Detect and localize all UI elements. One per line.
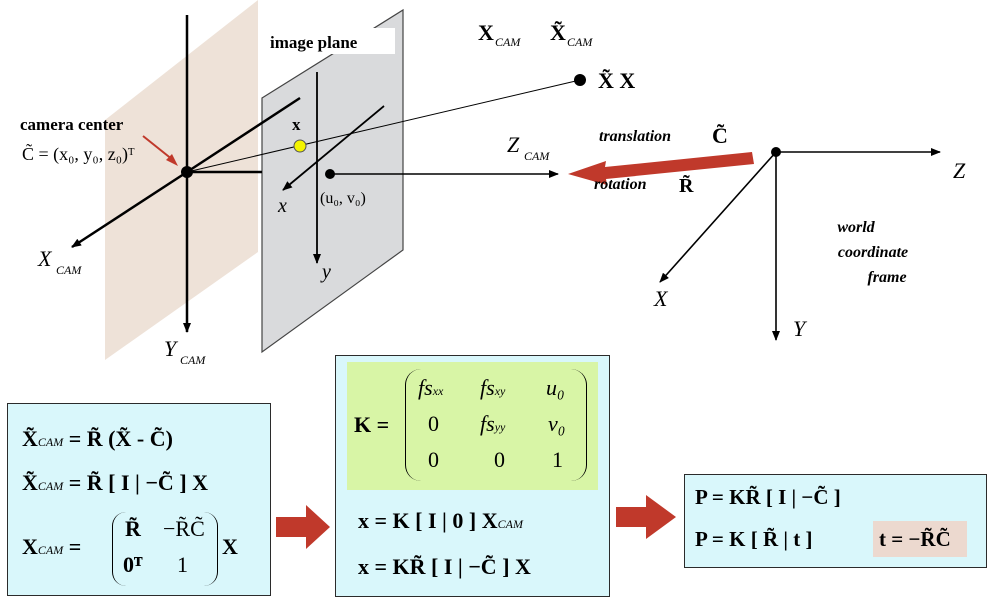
k-matrix-r21: 0 <box>428 411 439 436</box>
extrinsic-equations-box: X̃CAM = R̃ (X̃ - C̃) X̃CAM = R̃ [ I | −C… <box>7 403 271 596</box>
left-eq2-sub: CAM <box>37 479 64 493</box>
camera-center-pointer <box>142 135 174 161</box>
k-matrix-r23: v₀ <box>548 411 566 436</box>
world-z-label: Z <box>953 158 966 183</box>
translation-label: translation <box>599 128 671 145</box>
k11-sub: xx <box>432 384 444 398</box>
camera-center-dot <box>181 166 193 178</box>
flow-arrow-1 <box>276 505 330 549</box>
intrinsic-equations-box: K = fsxx fsxy u₀ 0 fsyy v₀ 0 0 1 x = K [… <box>335 355 610 597</box>
k22-sub: yy <box>494 420 506 434</box>
k22-base: fs <box>480 411 495 436</box>
k-matrix-r33: 1 <box>552 447 563 472</box>
left-eq1-sub: CAM <box>37 435 64 449</box>
x-cam-label-sub: CAM <box>56 263 82 277</box>
principal-point-dot <box>325 169 335 179</box>
world-point-label: X̃ X <box>598 68 635 93</box>
k-matrix-highlight <box>347 362 598 490</box>
camera-center-equation: C̃ = (x₀, y₀, z₀)ᵀ <box>22 142 135 165</box>
world-x-axis <box>659 151 777 283</box>
k-matrix-r31: 0 <box>428 447 439 472</box>
projection-matrix-box: P = KR̃ [ I | −C̃ ] P = K [ R̃ | t ] t =… <box>684 474 987 568</box>
top-xcam-label-sub: CAM <box>495 35 521 49</box>
image-x-axis <box>282 105 385 191</box>
mid-eq1-sub: CAM <box>497 517 523 531</box>
left-eq3-equals: = <box>68 534 82 559</box>
left-matrix-r21: 0ᵀ <box>123 552 143 577</box>
flow-arrow-2 <box>616 495 676 539</box>
image-x-label: x <box>277 195 287 217</box>
world-x-label: X <box>653 286 669 311</box>
top-xcam-label: X <box>478 20 494 45</box>
left-eq2-rhs: = R̃ [ I | −C̃ ] X <box>68 470 209 495</box>
rotation-label: rotation <box>594 176 647 193</box>
right-eq3: t = −R̃C̃ <box>879 527 951 551</box>
top-xcam-tilde-label-sub: CAM <box>567 35 593 49</box>
translation-vector-highlight <box>873 521 967 557</box>
camera-diagonal-line <box>186 96 301 174</box>
k-matrix-r13: u₀ <box>546 375 565 400</box>
left-eq1: X̃CAM = R̃ (X̃ - C̃) <box>22 426 173 452</box>
camera-center-pointer-head <box>166 154 178 166</box>
x-cam-axis <box>71 170 188 249</box>
world-frame-label-3: frame <box>867 269 906 286</box>
left-eq3-sub: CAM <box>37 543 64 557</box>
image-point-dot <box>293 139 307 153</box>
k-matrix-r12: fsxy <box>480 375 505 401</box>
world-y-label: Y <box>793 316 808 341</box>
left-matrix: R̃ −R̃C̃ 0ᵀ 1 <box>112 512 218 586</box>
y-cam-label: Y <box>164 336 179 361</box>
k-matrix-r11: fsxx <box>418 375 443 401</box>
right-eq1: P = KR̃ [ I | −C̃ ] <box>695 485 841 509</box>
k12-base: fs <box>480 375 495 400</box>
y-cam-label-sub: CAM <box>180 353 206 367</box>
world-frame-label-1: world <box>837 219 875 236</box>
k-matrix-lhs: K = <box>354 412 390 437</box>
top-xcam-tilde-label: X̃ <box>550 20 566 45</box>
image-plane-label-bg <box>262 28 395 54</box>
z-cam-label-sub: CAM <box>524 149 550 163</box>
left-eq2-lhs: X̃ <box>22 470 38 495</box>
z-cam-label: Z <box>507 132 520 157</box>
right-eq2: P = K [ R̃ | t ] <box>695 527 813 551</box>
image-plane <box>261 8 404 354</box>
projection-ray <box>186 79 581 173</box>
mid-eq2: x = KR̃ [ I | −C̃ ] X <box>358 554 531 579</box>
image-y-label: y <box>320 261 331 283</box>
left-eq3-tail: X <box>222 534 238 559</box>
world-point-dot <box>574 74 586 86</box>
k12-sub: xy <box>494 384 506 398</box>
k-matrix-r22: fsyy <box>480 411 505 437</box>
world-frame-label-2: coordinate <box>838 244 908 261</box>
camera-plane <box>105 0 258 360</box>
principal-point-label: (u₀, v₀) <box>320 190 366 207</box>
k-matrix: fsxx fsxy u₀ 0 fsyy v₀ 0 0 1 <box>405 369 587 481</box>
left-matrix-r22: 1 <box>177 552 188 577</box>
mid-eq1-text: x = K [ I | 0 ] X <box>358 508 498 533</box>
image-plane-label: image plane <box>270 33 358 52</box>
translation-arrow <box>568 152 754 185</box>
rotation-symbol: R̃ <box>679 174 694 197</box>
mid-eq1: x = K [ I | 0 ] XCAM <box>358 508 523 534</box>
left-matrix-r11: R̃ <box>125 516 141 541</box>
translation-symbol: C̃ <box>712 123 728 148</box>
x-cam-label: X <box>37 246 53 271</box>
left-eq1-lhs: X̃ <box>22 426 38 451</box>
left-eq1-rhs: = R̃ (X̃ - C̃) <box>68 426 173 451</box>
k11-base: fs <box>418 375 433 400</box>
k-matrix-r32: 0 <box>494 447 505 472</box>
image-point-label: x <box>292 115 301 134</box>
left-eq3-lhs: X <box>22 534 38 559</box>
camera-center-label: camera center <box>20 115 124 134</box>
left-eq3: XCAM = <box>22 534 81 560</box>
left-eq2: X̃CAM = R̃ [ I | −C̃ ] X <box>22 470 208 496</box>
left-matrix-r12: −R̃C̃ <box>163 516 205 541</box>
